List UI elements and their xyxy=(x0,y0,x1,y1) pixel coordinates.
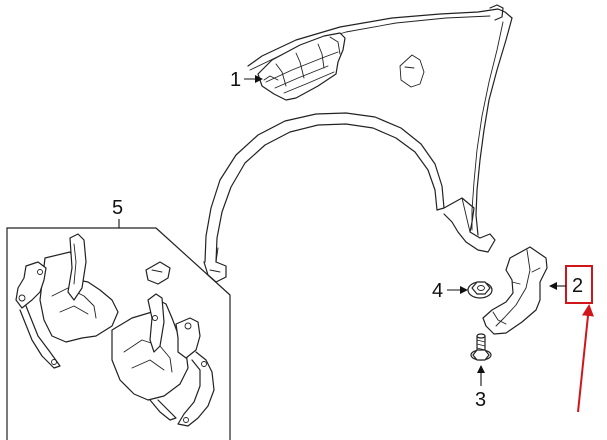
fender-panel xyxy=(203,4,513,283)
callout-2-label: 2 xyxy=(572,275,583,297)
part-2-splash-bracket xyxy=(482,246,548,335)
callout-4-label: 4 xyxy=(432,280,443,302)
part-5-mudflap-kit xyxy=(6,227,231,440)
part-3-bolt xyxy=(470,333,492,361)
red-pointer-arrow xyxy=(577,304,594,413)
callout-1-label: 1 xyxy=(230,69,241,91)
part-4-nut xyxy=(467,281,493,299)
part-1-fender-vent xyxy=(257,32,346,101)
callout-5-label: 5 xyxy=(112,197,123,219)
callout-3-label: 3 xyxy=(475,389,486,411)
callout-2-highlight-box xyxy=(565,265,593,304)
